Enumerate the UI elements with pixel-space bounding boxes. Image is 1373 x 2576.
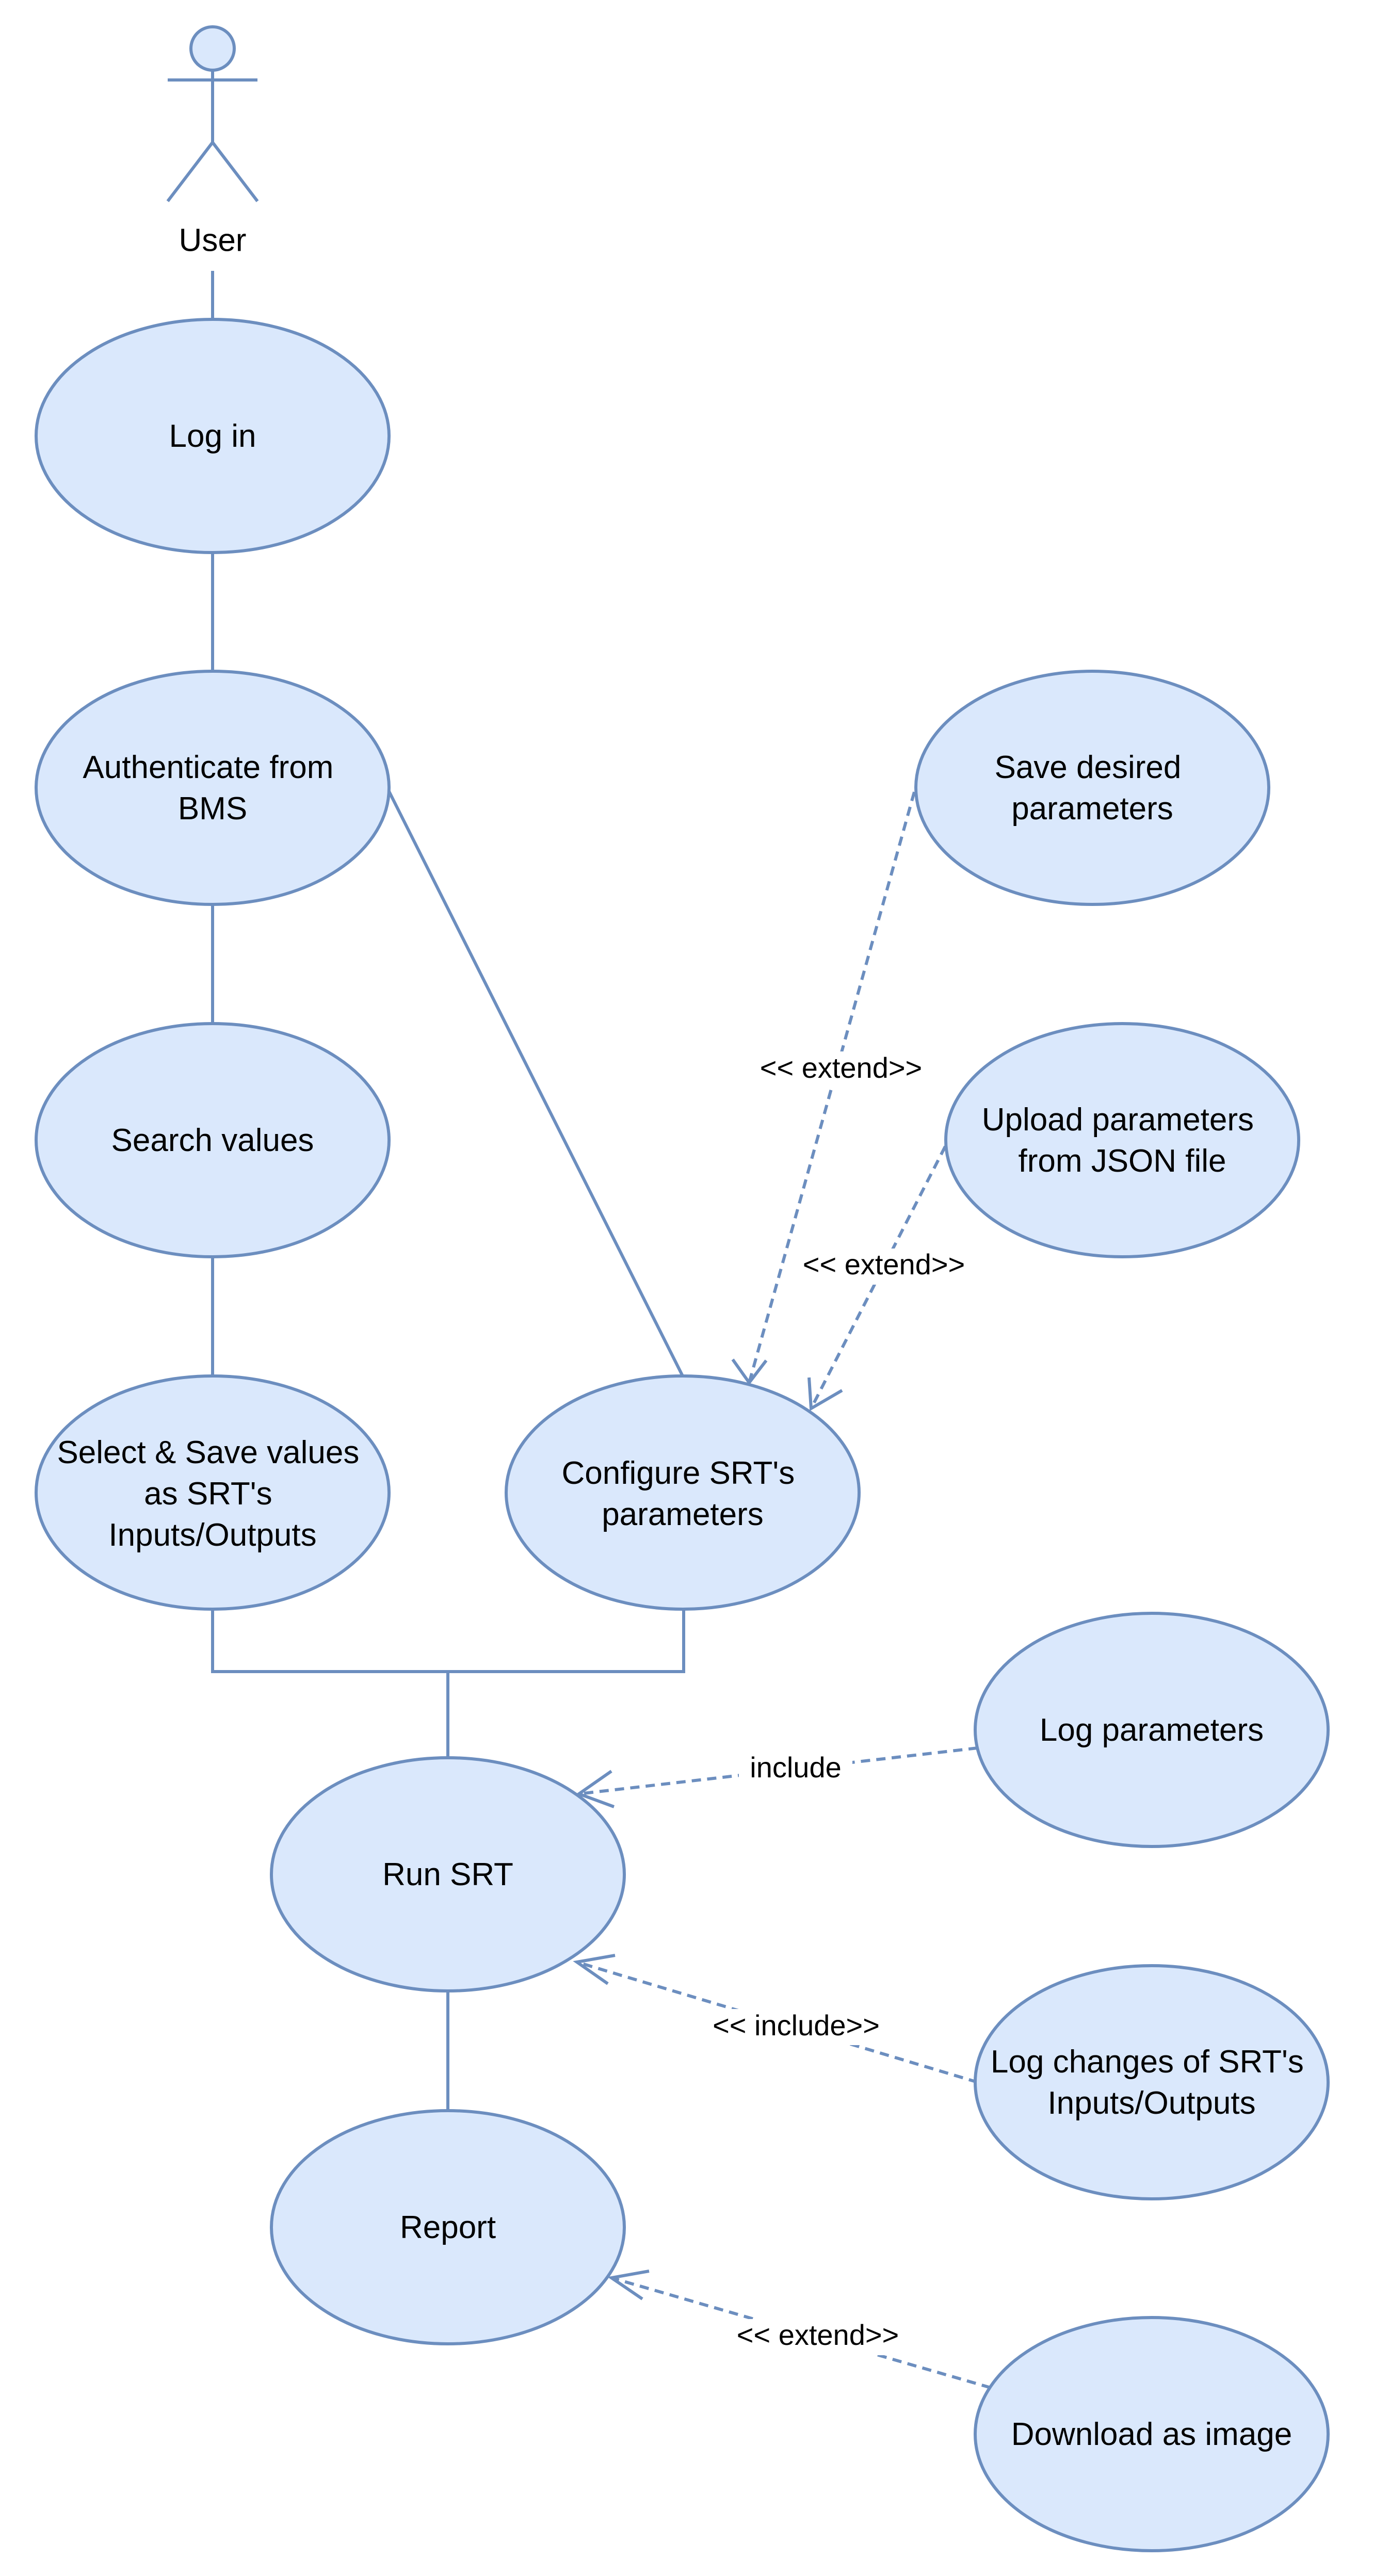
use-case-label: Report [400, 2210, 496, 2245]
arrowhead-upload-configure [807, 1377, 843, 1412]
use-case-select-save-values[interactable]: Select & Save values as SRT's Inputs/Out… [35, 1374, 391, 1611]
extend-label-upload: << extend>> [803, 1248, 965, 1281]
use-case-log-changes[interactable]: Log changes of SRT's Inputs/Outputs [974, 1964, 1330, 2200]
svg-text:Download as image: Download as image [1011, 2417, 1293, 2452]
use-case-label: as SRT's [144, 1476, 272, 1512]
use-case-label: Log parameters [1040, 1712, 1264, 1748]
svg-text:Authenticate from BMS: Authenticate from BMS [83, 750, 342, 827]
arrowhead-save-configure [731, 1358, 768, 1386]
use-case-authenticate-from-bms[interactable]: Authenticate from BMS [35, 670, 391, 906]
use-case-run-srt[interactable]: Run SRT [270, 1756, 626, 1992]
line-authenticate-configure [386, 788, 684, 1377]
use-case-download-as-image[interactable]: Download as image [974, 2316, 1330, 2552]
use-case-label: Select & Save values [57, 1435, 359, 1470]
use-case-save-desired-parameters[interactable]: Save desired parameters [914, 670, 1270, 906]
svg-text:Report: Report [400, 2210, 496, 2245]
svg-text:Log in: Log in [169, 418, 256, 454]
extend-label-download: << extend>> [737, 2319, 899, 2351]
extend-label-save: << extend>> [760, 1051, 923, 1084]
use-case-label: Inputs/Outputs [108, 1517, 316, 1553]
svg-text:Upload parameters from J: Upload parameters from JSON file [982, 1102, 1263, 1179]
svg-text:Log changes of SRT's Inp: Log changes of SRT's Inputs/Outputs [991, 2044, 1313, 2121]
arrowhead-logchanges-run [573, 1954, 616, 1985]
use-case-label: Configure SRT's [561, 1455, 795, 1491]
use-case-label: Search values [111, 1123, 314, 1158]
svg-text:Log parameters: Log parameters [1040, 1712, 1264, 1748]
edge-logparams-to-run [578, 1746, 978, 1795]
include-label-log-changes: << include>> [713, 2009, 880, 2042]
svg-text:Select & Save values as: Select & Save values as SRT's Inputs/Out… [57, 1435, 368, 1553]
use-case-label: Save desired [994, 750, 1181, 785]
use-case-label: Inputs/Outputs [1047, 2085, 1255, 2121]
edge-download-to-report [611, 2276, 991, 2389]
actor-label: User [179, 222, 247, 258]
arrowhead-logparams-run [575, 1770, 615, 1808]
arrowhead-download-report [607, 2270, 650, 2300]
use-case-label: parameters [1011, 791, 1173, 827]
use-case-configure-srt-parameters[interactable]: Configure SRT's parameters [505, 1374, 861, 1611]
association-lines [211, 271, 685, 2110]
use-case-label: parameters [602, 1497, 764, 1532]
use-case-label: Upload parameters [982, 1102, 1254, 1138]
use-case-search-values[interactable]: Search values [35, 1022, 391, 1258]
use-case-label: Download as image [1011, 2417, 1293, 2452]
line-merge-to-run [211, 1610, 685, 1673]
svg-text:Configure SRT's paramete: Configure SRT's parameters [561, 1455, 803, 1532]
user-actor[interactable]: User [166, 25, 259, 258]
svg-text:Save desired parameters: Save desired parameters [994, 750, 1190, 827]
use-case-upload-parameters[interactable]: Upload parameters from JSON file [944, 1022, 1300, 1258]
stick-figure-actor-icon [166, 25, 259, 202]
include-label-log-params: include [750, 1751, 841, 1784]
use-case-label: Run SRT [382, 1857, 513, 1892]
use-case-label: from JSON file [1018, 1143, 1226, 1179]
svg-text:Run SRT: Run SRT [382, 1857, 513, 1892]
relation-labels: << extend>> << extend>> include << inclu… [701, 1051, 979, 2355]
use-case-log-in[interactable]: Log in [35, 318, 391, 554]
use-case-log-parameters[interactable]: Log parameters [974, 1612, 1330, 1848]
use-case-label: Log changes of SRT's [991, 2044, 1304, 2080]
svg-text:Search values: Search values [111, 1123, 314, 1158]
use-case-label: Log in [169, 418, 256, 454]
use-case-label: Authenticate from [83, 750, 333, 785]
use-case-report[interactable]: Report [270, 2109, 626, 2345]
use-case-label: BMS [178, 791, 247, 827]
edge-save-to-configure [748, 791, 916, 1383]
